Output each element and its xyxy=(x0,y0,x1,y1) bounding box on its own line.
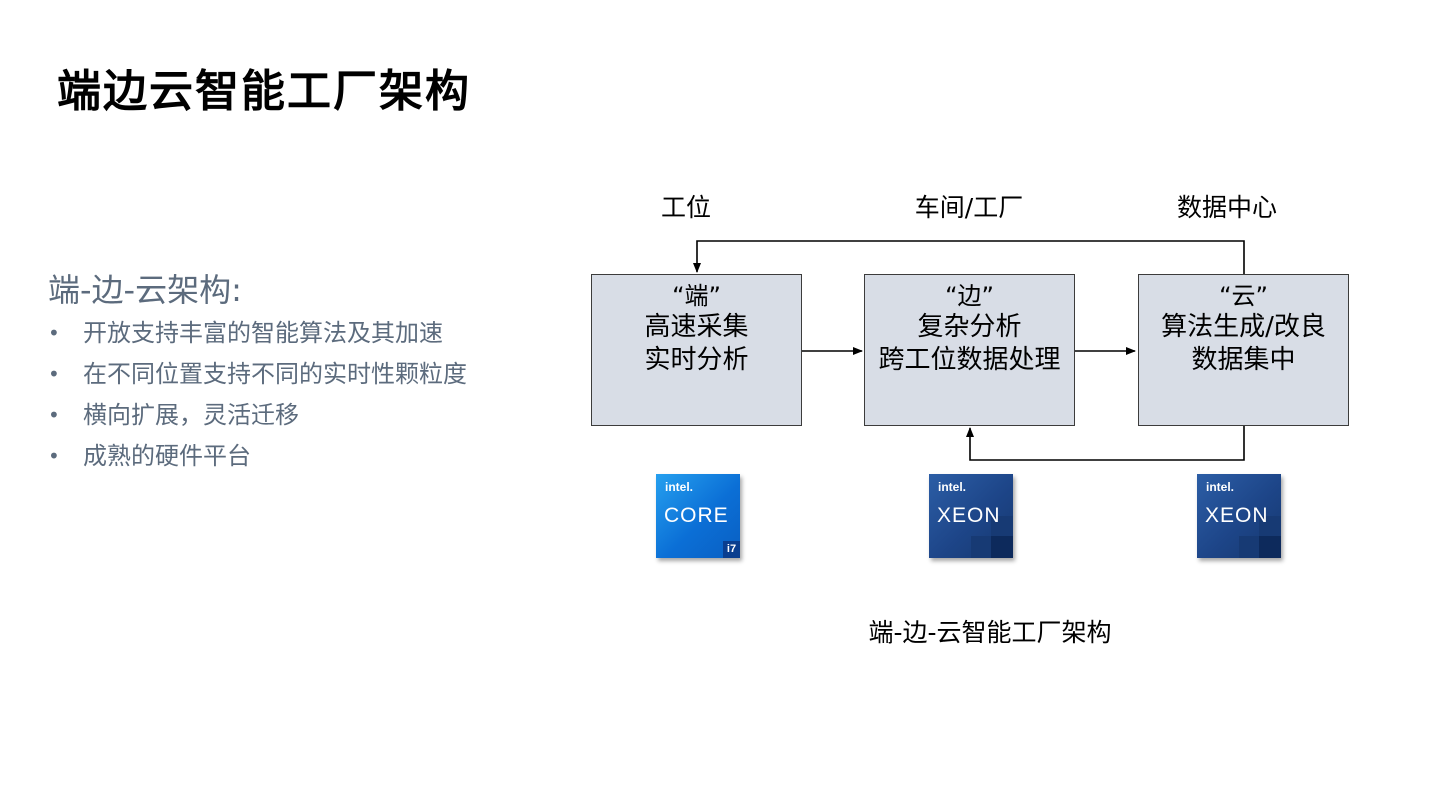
column-label-workshop: 车间/工厂 xyxy=(914,193,1024,222)
chip-brand: intel. xyxy=(938,480,967,494)
node-line: 数据集中 xyxy=(1191,345,1296,375)
node-line: 跨工位数据处理 xyxy=(878,345,1061,375)
intel-xeon-logo-icon: intel. XEON xyxy=(929,474,1013,558)
bullet-icon: • xyxy=(48,321,60,345)
chip-product: XEON xyxy=(937,504,1001,527)
column-label-station: 工位 xyxy=(660,193,712,222)
page-title: 端边云智能工厂架构 xyxy=(57,66,471,117)
arrow-cloud-to-edge-loop xyxy=(966,426,1245,461)
chip-product: CORE xyxy=(664,504,729,527)
chip-product: XEON xyxy=(1205,504,1269,527)
node-cloud: “云” 算法生成/改良 数据集中 xyxy=(1138,274,1349,426)
list-item: • 横向扩展，灵活迁移 xyxy=(48,398,467,439)
list-item: • 成熟的硬件平台 xyxy=(48,439,467,480)
node-tag: “边” xyxy=(945,282,994,310)
diagram-caption: 端-边-云智能工厂架构 xyxy=(868,618,1112,647)
node-line: 高速采集 xyxy=(644,312,749,342)
bullet-text: 开放支持丰富的智能算法及其加速 xyxy=(83,319,443,347)
node-tag: “云” xyxy=(1219,282,1268,310)
bullet-icon: • xyxy=(48,403,60,427)
list-item: • 开放支持丰富的智能算法及其加速 xyxy=(48,316,467,357)
node-line: 算法生成/改良 xyxy=(1161,312,1326,342)
intel-core-i7-logo-icon: intel. CORE i7 xyxy=(656,474,740,558)
architecture-subtitle: 端-边-云架构: xyxy=(48,271,242,309)
column-label-datacenter: 数据中心 xyxy=(1176,193,1278,222)
intel-xeon-logo-icon: intel. XEON xyxy=(1197,474,1281,558)
chip-brand: intel. xyxy=(665,480,694,494)
chip-brand: intel. xyxy=(1206,480,1235,494)
bullet-text: 在不同位置支持不同的实时性颗粒度 xyxy=(83,360,467,388)
bullet-icon: • xyxy=(48,362,60,386)
arrow-edge-to-terminal-loop xyxy=(693,240,1245,274)
list-item: • 在不同位置支持不同的实时性颗粒度 xyxy=(48,357,467,398)
bullet-icon: • xyxy=(48,444,60,468)
node-tag: “端” xyxy=(672,282,721,310)
node-edge: “边” 复杂分析 跨工位数据处理 xyxy=(864,274,1075,426)
bullet-text: 成熟的硬件平台 xyxy=(83,442,251,470)
node-line: 复杂分析 xyxy=(917,312,1022,342)
node-line: 实时分析 xyxy=(644,345,749,375)
node-terminal: “端” 高速采集 实时分析 xyxy=(591,274,802,426)
feature-list: • 开放支持丰富的智能算法及其加速 • 在不同位置支持不同的实时性颗粒度 • 横向扩展… xyxy=(48,316,467,480)
chip-tier: i7 xyxy=(723,541,740,558)
bullet-text: 横向扩展，灵活迁移 xyxy=(83,401,299,429)
